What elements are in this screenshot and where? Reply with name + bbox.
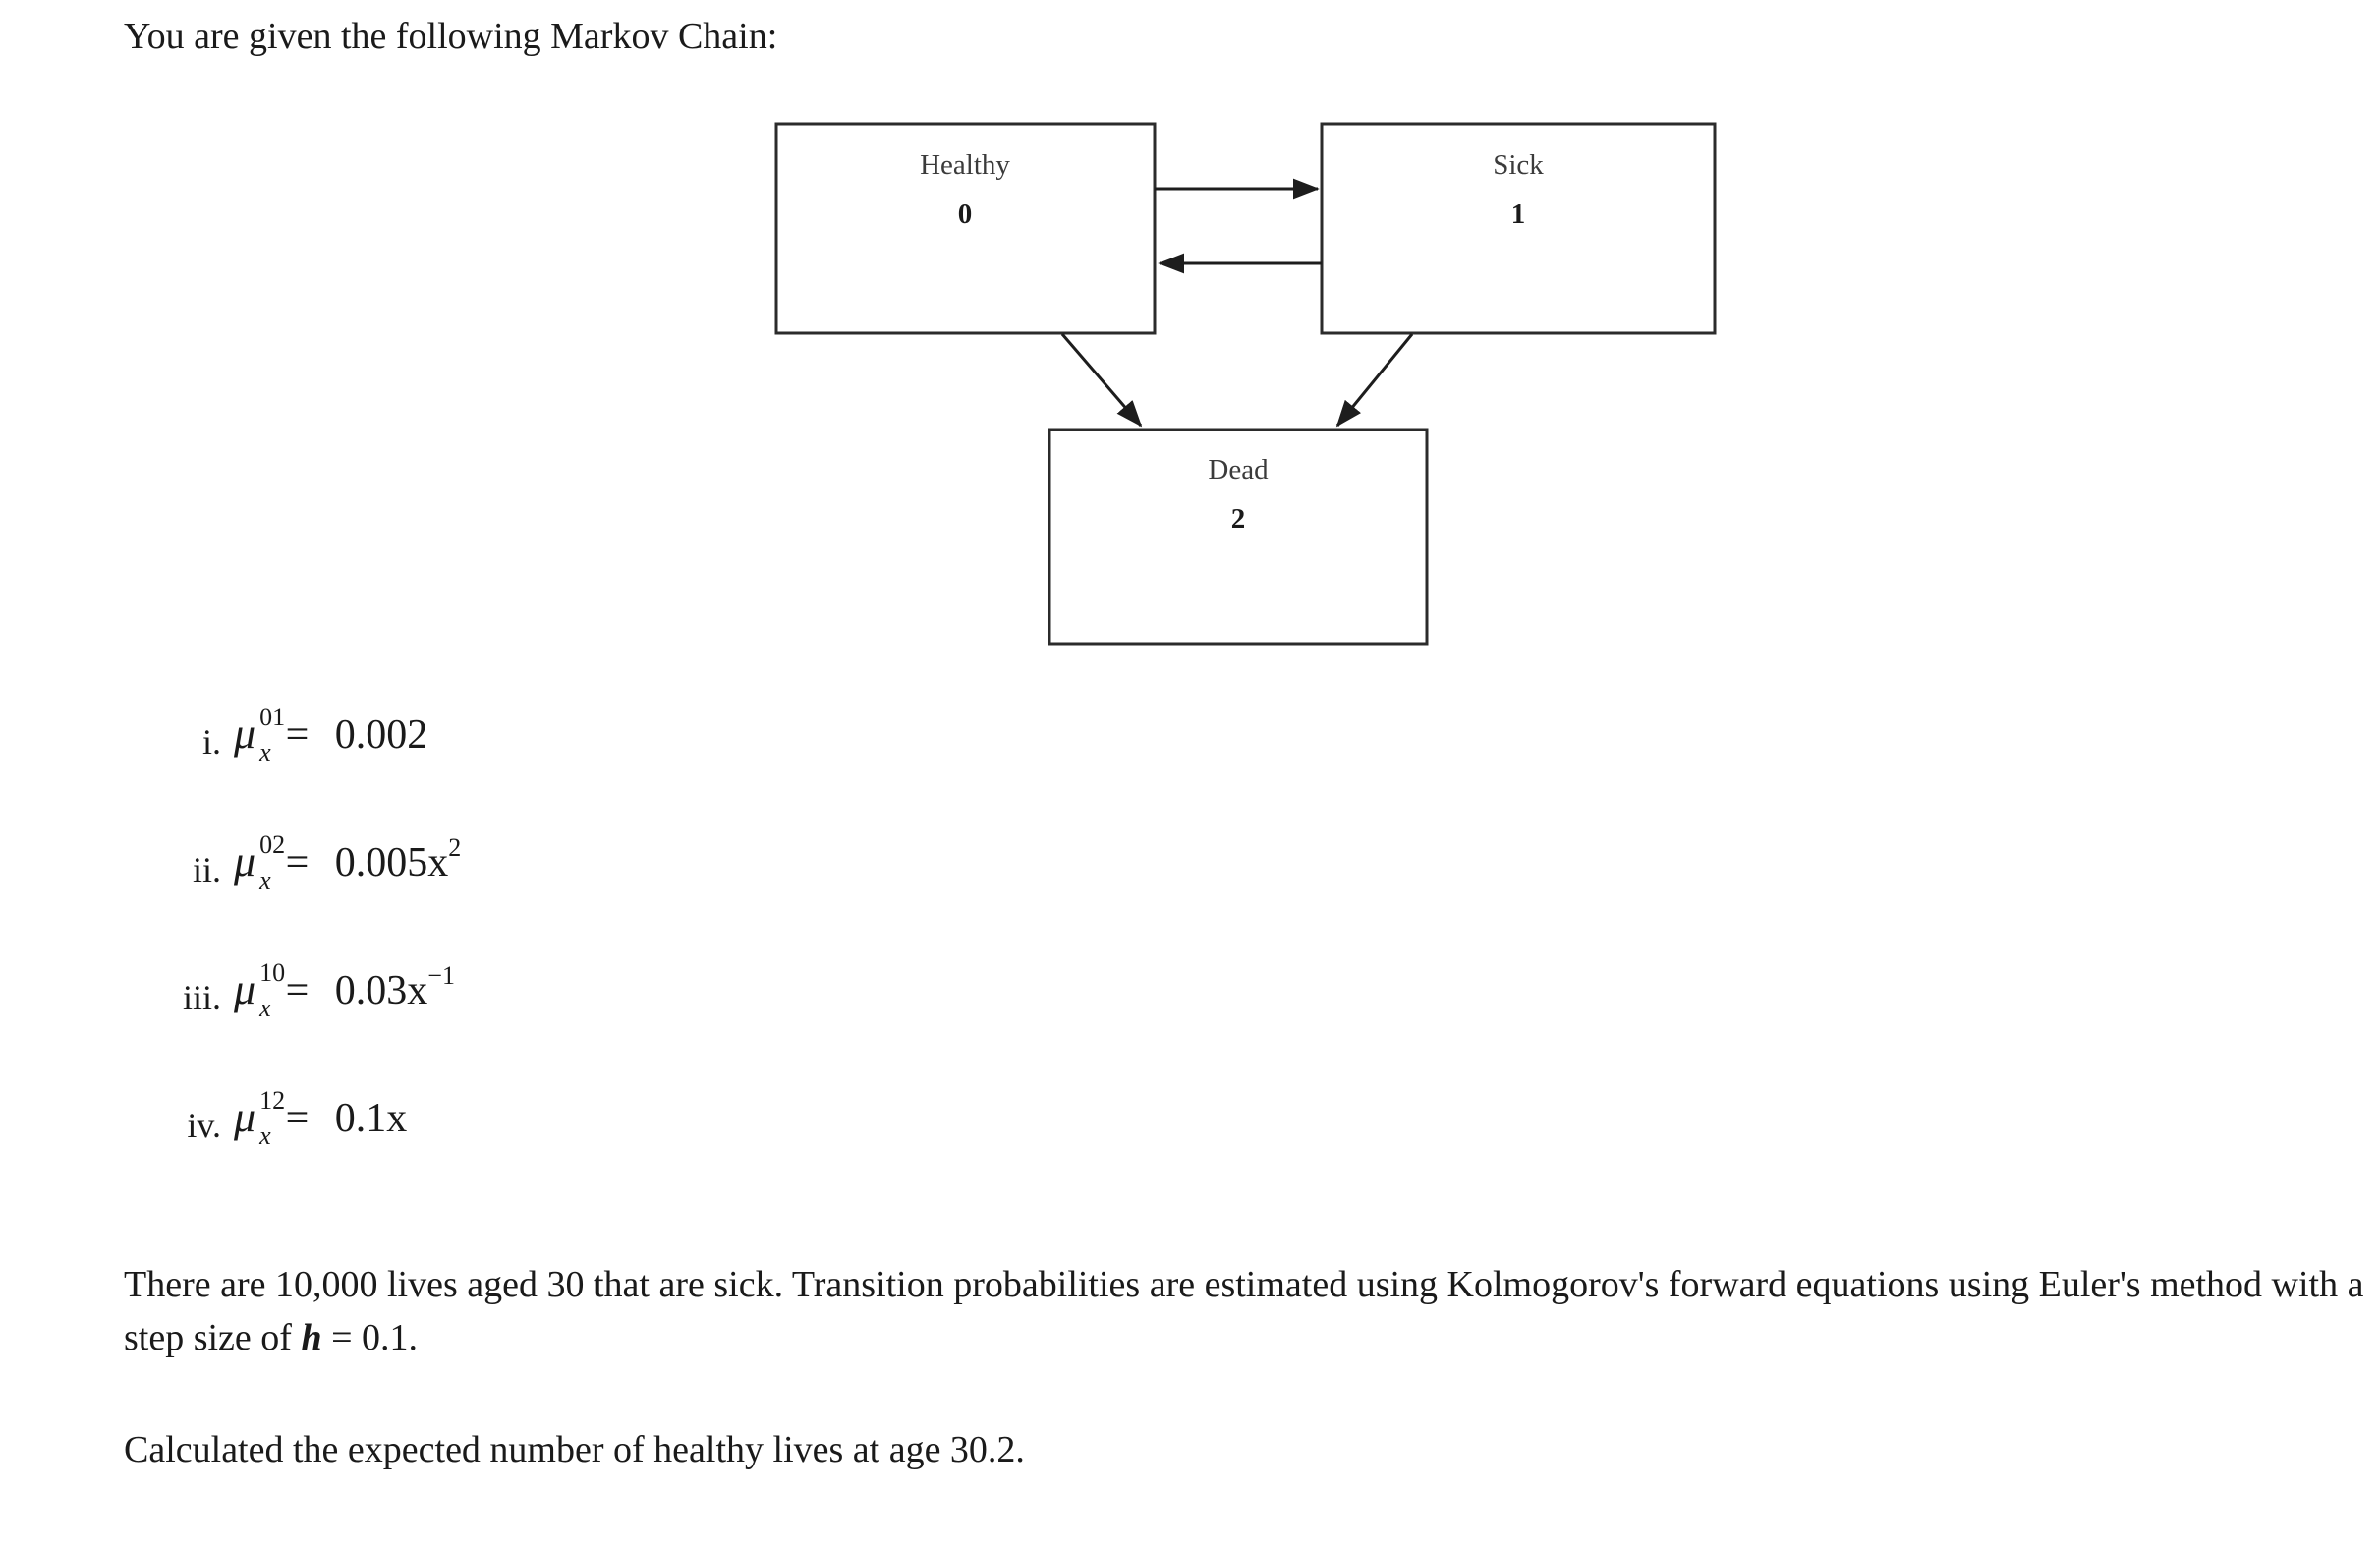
mu-symbol-group: μ 10 x <box>234 958 285 1022</box>
mu-superscript: 02 <box>259 831 286 859</box>
mu-superscript: 01 <box>259 703 286 731</box>
node-sick: Sick 1 <box>1320 122 1717 335</box>
mu-subscript: x <box>259 1121 271 1150</box>
equals-sign: = <box>285 840 310 886</box>
formula-value: 0.03x <box>334 968 428 1013</box>
list-item: i. μ 01 x = 0.002 <box>0 700 983 828</box>
page-intro-text: You are given the following Markov Chain… <box>124 16 778 57</box>
problem-setup-paragraph: There are 10,000 lives aged 30 that are … <box>124 1258 2374 1364</box>
list-marker-iv: iv. <box>187 1106 221 1145</box>
equals-sign: = <box>285 968 310 1013</box>
formula-iii: μ 10 x = 0.03x−1 <box>234 958 455 1022</box>
step-size-symbol: h <box>301 1317 322 1358</box>
edge-sick-to-dead <box>1335 333 1414 428</box>
list-item: iv. μ 12 x = 0.1x <box>0 1083 983 1211</box>
mu-symbol-group: μ 02 x <box>234 831 285 894</box>
formula-value: 0.002 <box>334 713 428 758</box>
mu-superscript: 12 <box>259 1086 286 1115</box>
node-dead: Dead 2 <box>1048 428 1429 646</box>
formula-i: μ 01 x = 0.002 <box>234 703 428 767</box>
formula-value-exponent: −1 <box>427 961 455 990</box>
node-healthy: Healthy 0 <box>774 122 1157 335</box>
mu-subscript: x <box>259 866 271 894</box>
mu-symbol-group: μ 12 x <box>234 1086 285 1150</box>
node-dead-index: 2 <box>1231 503 1246 535</box>
step-size-equation: = 0.1. <box>321 1317 419 1358</box>
list-item: ii. μ 02 x = 0.005x2 <box>0 828 983 955</box>
mu-glyph: μ <box>234 1093 256 1141</box>
transition-intensity-list: i. μ 01 x = 0.002 ii. μ 02 x = 0.005x2 i… <box>0 700 983 1211</box>
formula-iv: μ 12 x = 0.1x <box>234 1086 408 1150</box>
markov-chain-diagram: Healthy 0 Sick 1 Dead 2 <box>0 98 2380 668</box>
edge-healthy-to-dead <box>1060 333 1143 428</box>
list-marker-ii: ii. <box>192 850 221 890</box>
list-marker-iii: iii. <box>182 978 221 1017</box>
formula-ii: μ 02 x = 0.005x2 <box>234 831 462 894</box>
mu-subscript: x <box>259 994 271 1022</box>
equals-sign: = <box>285 1096 310 1141</box>
question-paragraph: Calculated the expected number of health… <box>124 1429 1025 1470</box>
mu-glyph: μ <box>234 965 256 1013</box>
mu-superscript: 10 <box>259 958 286 987</box>
mu-glyph: μ <box>234 837 256 886</box>
mu-subscript: x <box>259 738 271 767</box>
node-sick-index: 1 <box>1511 199 1526 230</box>
formula-value-exponent: 2 <box>448 833 462 862</box>
formula-value: 0.005x <box>334 840 449 886</box>
node-healthy-index: 0 <box>958 199 973 230</box>
node-dead-label: Dead <box>1208 454 1269 486</box>
equals-sign: = <box>285 713 310 758</box>
list-marker-i: i. <box>201 722 221 762</box>
mu-symbol-group: μ 01 x <box>234 703 285 767</box>
node-sick-label: Sick <box>1493 149 1544 181</box>
list-item: iii. μ 10 x = 0.03x−1 <box>0 955 983 1083</box>
formula-value: 0.1x <box>334 1096 408 1141</box>
mu-glyph: μ <box>234 710 256 758</box>
node-healthy-label: Healthy <box>920 149 1010 181</box>
problem-setup-text: There are 10,000 lives aged 30 that are … <box>124 1264 2364 1358</box>
